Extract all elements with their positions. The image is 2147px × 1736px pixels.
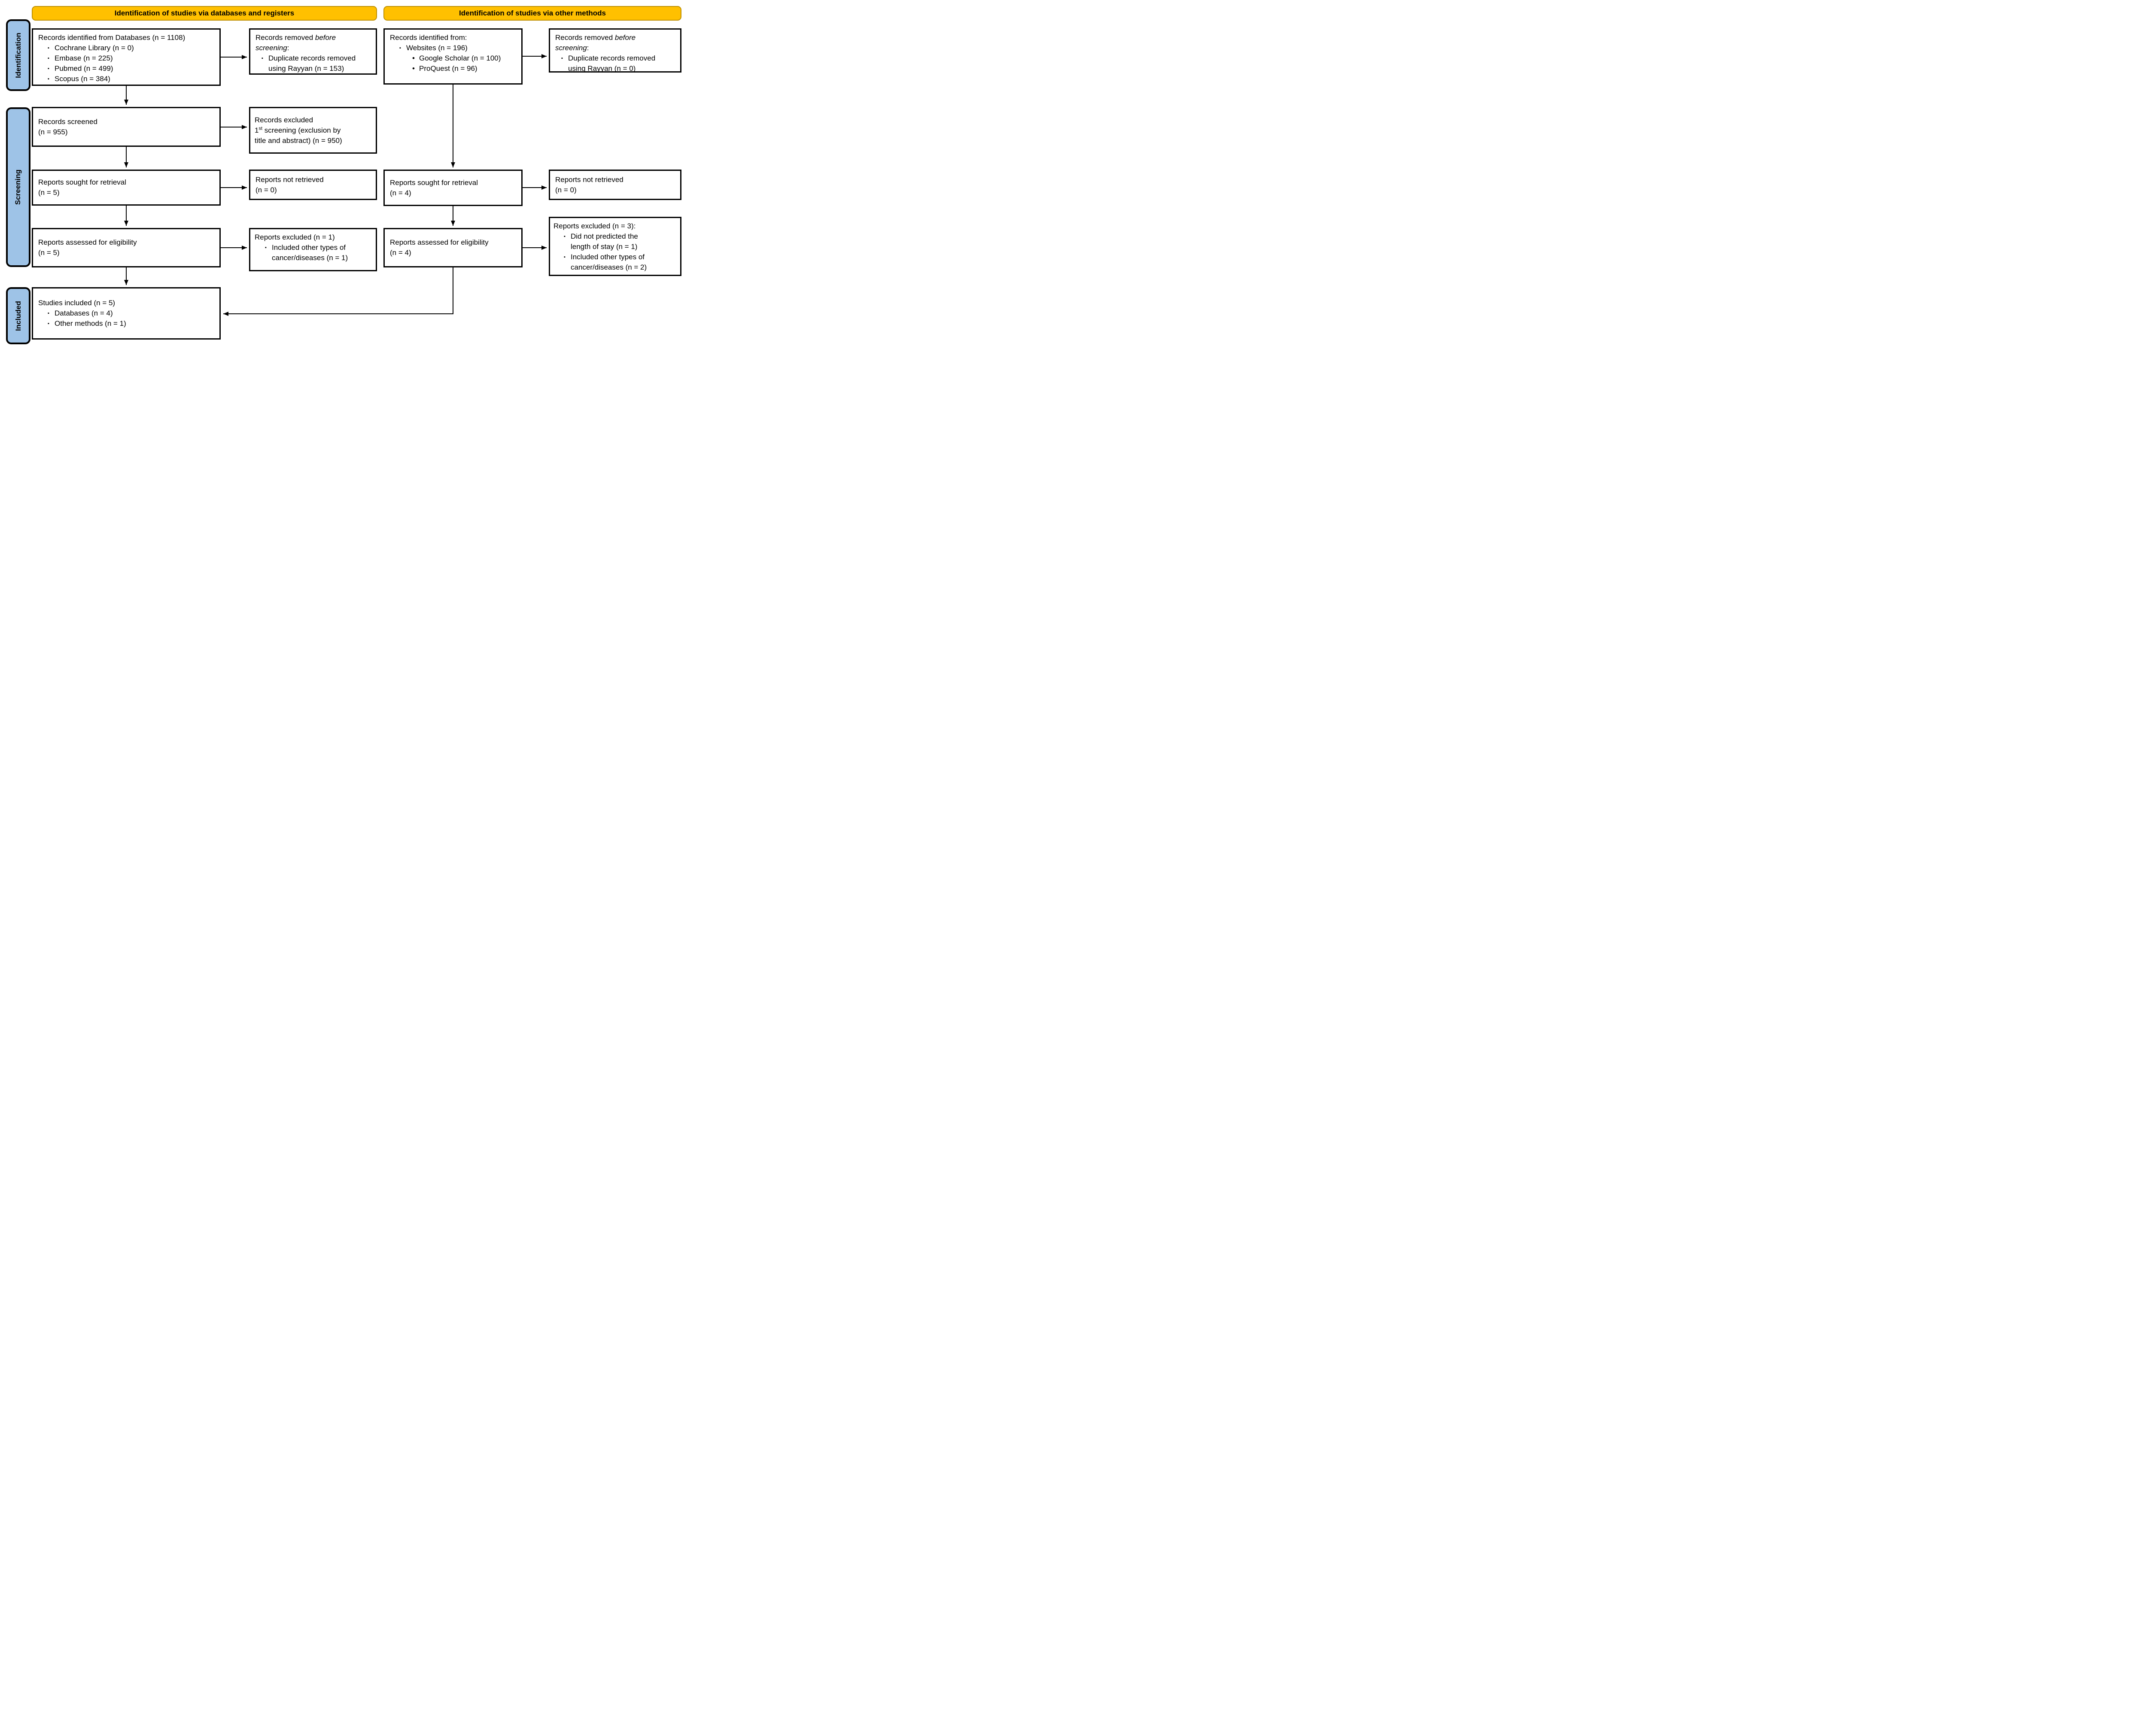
list-item: Pubmed (n = 499) xyxy=(55,64,113,73)
side-label-included: Included xyxy=(6,287,30,344)
box-title-line: screening: xyxy=(255,44,289,52)
box-reports-assessed-other: Reports assessed for eligibility (n = 4) xyxy=(383,228,523,267)
list-item: Duplicate records removed using Rayyan (… xyxy=(262,53,372,74)
list-item: Cochrane Library (n = 0) xyxy=(55,44,134,52)
prisma-flow-diagram: Identification of studies via databases … xyxy=(0,0,687,347)
list-item: Other methods (n = 1) xyxy=(55,319,126,328)
header-other-label: Identification of studies via other meth… xyxy=(459,9,606,17)
box-reports-sought-databases: Reports sought for retrieval (n = 5) xyxy=(32,170,221,206)
header-databases-registers: Identification of studies via databases … xyxy=(32,6,377,21)
box-title-line: screening: xyxy=(555,44,589,52)
box-records-excluded-screening: Records excluded 1st screening (exclusio… xyxy=(249,107,377,154)
box-studies-included: Studies included (n = 5) Databases (n = … xyxy=(32,287,221,340)
side-label-identification: Identification xyxy=(6,19,30,91)
box-reports-excluded-databases: Reports excluded (n = 1) Included other … xyxy=(249,228,377,271)
box-title: Records identified from: xyxy=(390,33,467,42)
box-records-identified-other: Records identified from: Websites (n = 1… xyxy=(383,28,523,85)
list-item: Scopus (n = 384) xyxy=(55,75,110,83)
box-title: Reports excluded (n = 3): xyxy=(553,222,636,230)
list-item: Google Scholar (n = 100) xyxy=(419,54,501,62)
list-item: ProQuest (n = 96) xyxy=(419,64,477,73)
box-records-removed-other: Records removed before screening: Duplic… xyxy=(549,28,681,73)
box-records-removed-databases: Records removed before screening: Duplic… xyxy=(249,28,377,75)
box-reports-assessed-databases: Reports assessed for eligibility (n = 5) xyxy=(32,228,221,267)
box-title: Studies included (n = 5) xyxy=(38,299,116,307)
box-reports-sought-other: Reports sought for retrieval (n = 4) xyxy=(383,170,523,206)
list-item: Included other types of cancer/diseases … xyxy=(564,252,677,273)
box-reports-excluded-other: Reports excluded (n = 3): Did not predic… xyxy=(549,217,681,276)
box-title: Records identified from Databases (n = 1… xyxy=(38,33,186,42)
header-databases-label: Identification of studies via databases … xyxy=(114,9,295,17)
list-item: Included other types of cancer/diseases … xyxy=(265,243,372,263)
box-reports-not-retrieved-other: Reports not retrieved (n = 0) xyxy=(549,170,681,200)
box-records-identified-databases: Records identified from Databases (n = 1… xyxy=(32,28,221,86)
box-records-screened: Records screened (n = 955) xyxy=(32,107,221,147)
list-item: Embase (n = 225) xyxy=(55,54,113,62)
list-item: Did not predicted the length of stay (n … xyxy=(564,231,677,252)
box-title-line: Records removed before xyxy=(555,33,636,42)
side-label-screening: Screening xyxy=(6,107,30,267)
list-item: Databases (n = 4) xyxy=(55,309,113,317)
box-reports-not-retrieved-databases: Reports not retrieved (n = 0) xyxy=(249,170,377,200)
box-title-line: Records removed before xyxy=(255,33,336,42)
box-title: Reports excluded (n = 1) xyxy=(255,233,335,241)
list-item: Duplicate records removed using Rayyan (… xyxy=(561,53,677,74)
list-item: Websites (n = 196) xyxy=(406,44,468,52)
header-other-methods: Identification of studies via other meth… xyxy=(383,6,681,21)
